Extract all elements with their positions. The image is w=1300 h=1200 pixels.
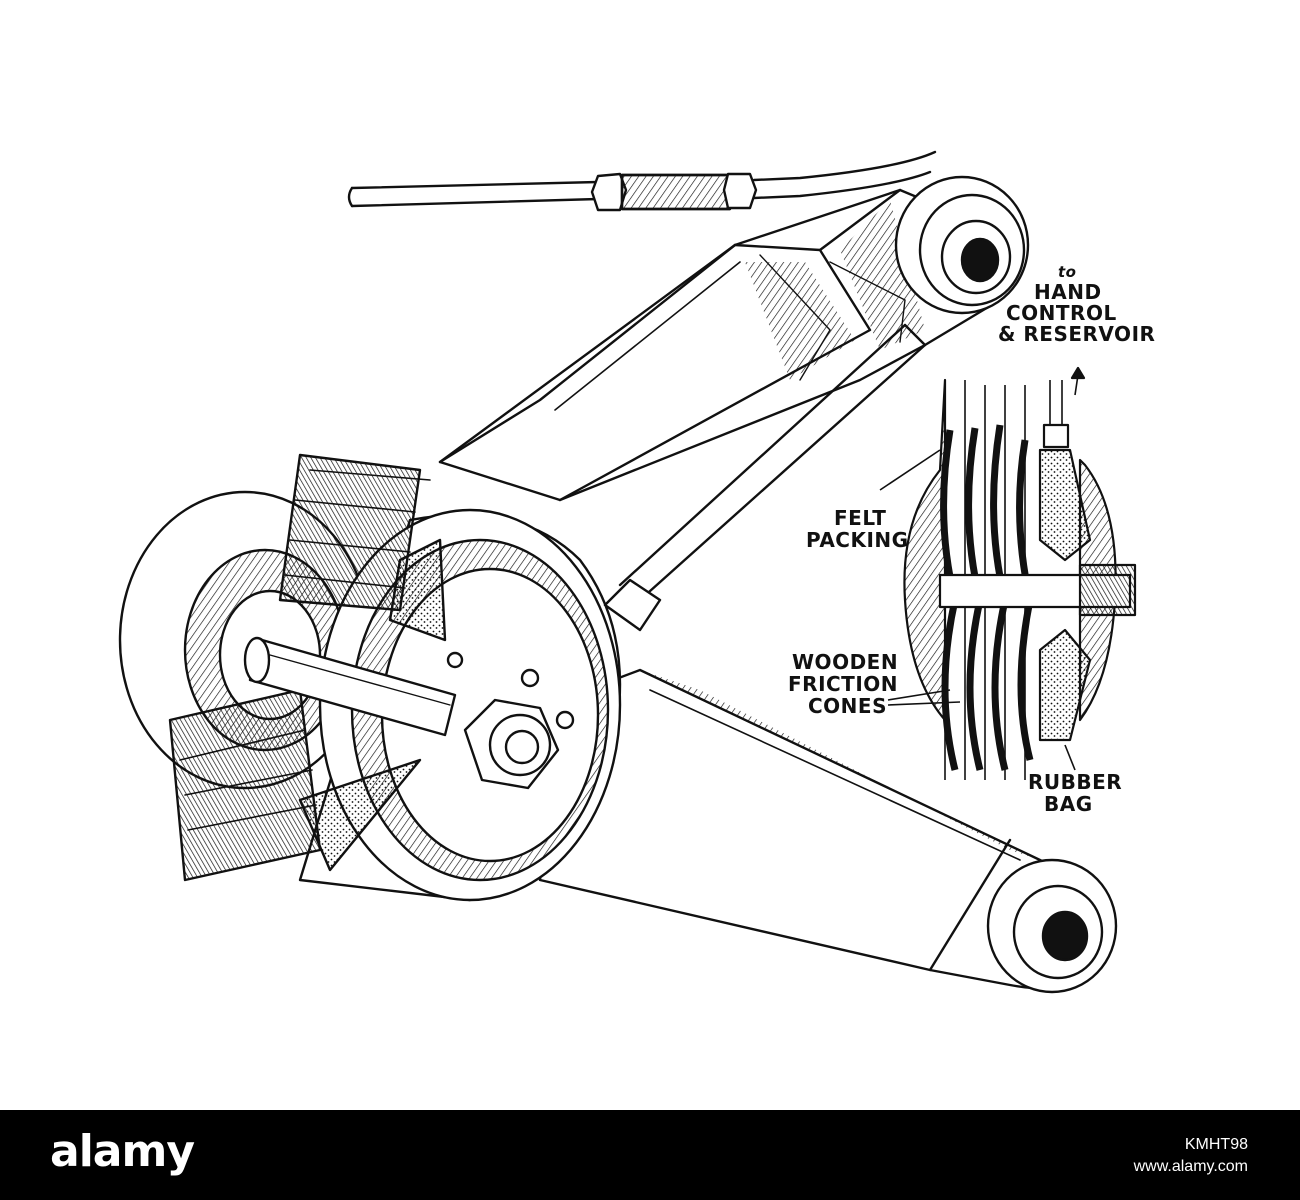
hub-nut bbox=[463, 698, 560, 790]
alamy-logo: alamy bbox=[50, 1126, 195, 1177]
friction-discs bbox=[168, 453, 447, 882]
label-wooden-1: WOODEN bbox=[792, 650, 899, 674]
rod-end-nut bbox=[603, 578, 662, 632]
label-felt-2: PACKING bbox=[806, 528, 909, 552]
upper-eye bbox=[894, 175, 1030, 315]
label-to: to bbox=[1058, 263, 1077, 281]
stock-info: KMHT98 www.alamy.com bbox=[1134, 1134, 1248, 1178]
site-url: www.alamy.com bbox=[1133, 1158, 1248, 1175]
lower-eye bbox=[986, 858, 1118, 994]
label-rubber-2: BAG bbox=[1044, 792, 1093, 816]
cross-section-inset bbox=[879, 366, 1137, 780]
control-rod bbox=[347, 150, 937, 208]
watermark-footer: alamy KMHT98 www.alamy.com bbox=[0, 1110, 1300, 1200]
spindle bbox=[243, 636, 457, 737]
label-felt-1: FELT bbox=[834, 506, 887, 530]
label-wooden-3: CONES bbox=[808, 694, 887, 718]
shock-absorber-illustration bbox=[118, 150, 1137, 994]
label-hand-control-1: HAND bbox=[1034, 280, 1102, 304]
image-id: KMHT98 bbox=[1184, 1136, 1248, 1153]
turnbuckle bbox=[590, 172, 758, 212]
link-rod bbox=[618, 323, 927, 602]
upper-arm bbox=[438, 188, 1002, 502]
label-hand-control-3: & RESERVOIR bbox=[998, 322, 1156, 346]
label-hand-control-2: CONTROL bbox=[1006, 301, 1117, 325]
label-wooden-2: FRICTION bbox=[788, 672, 899, 696]
label-rubber-1: RUBBER bbox=[1028, 770, 1123, 794]
